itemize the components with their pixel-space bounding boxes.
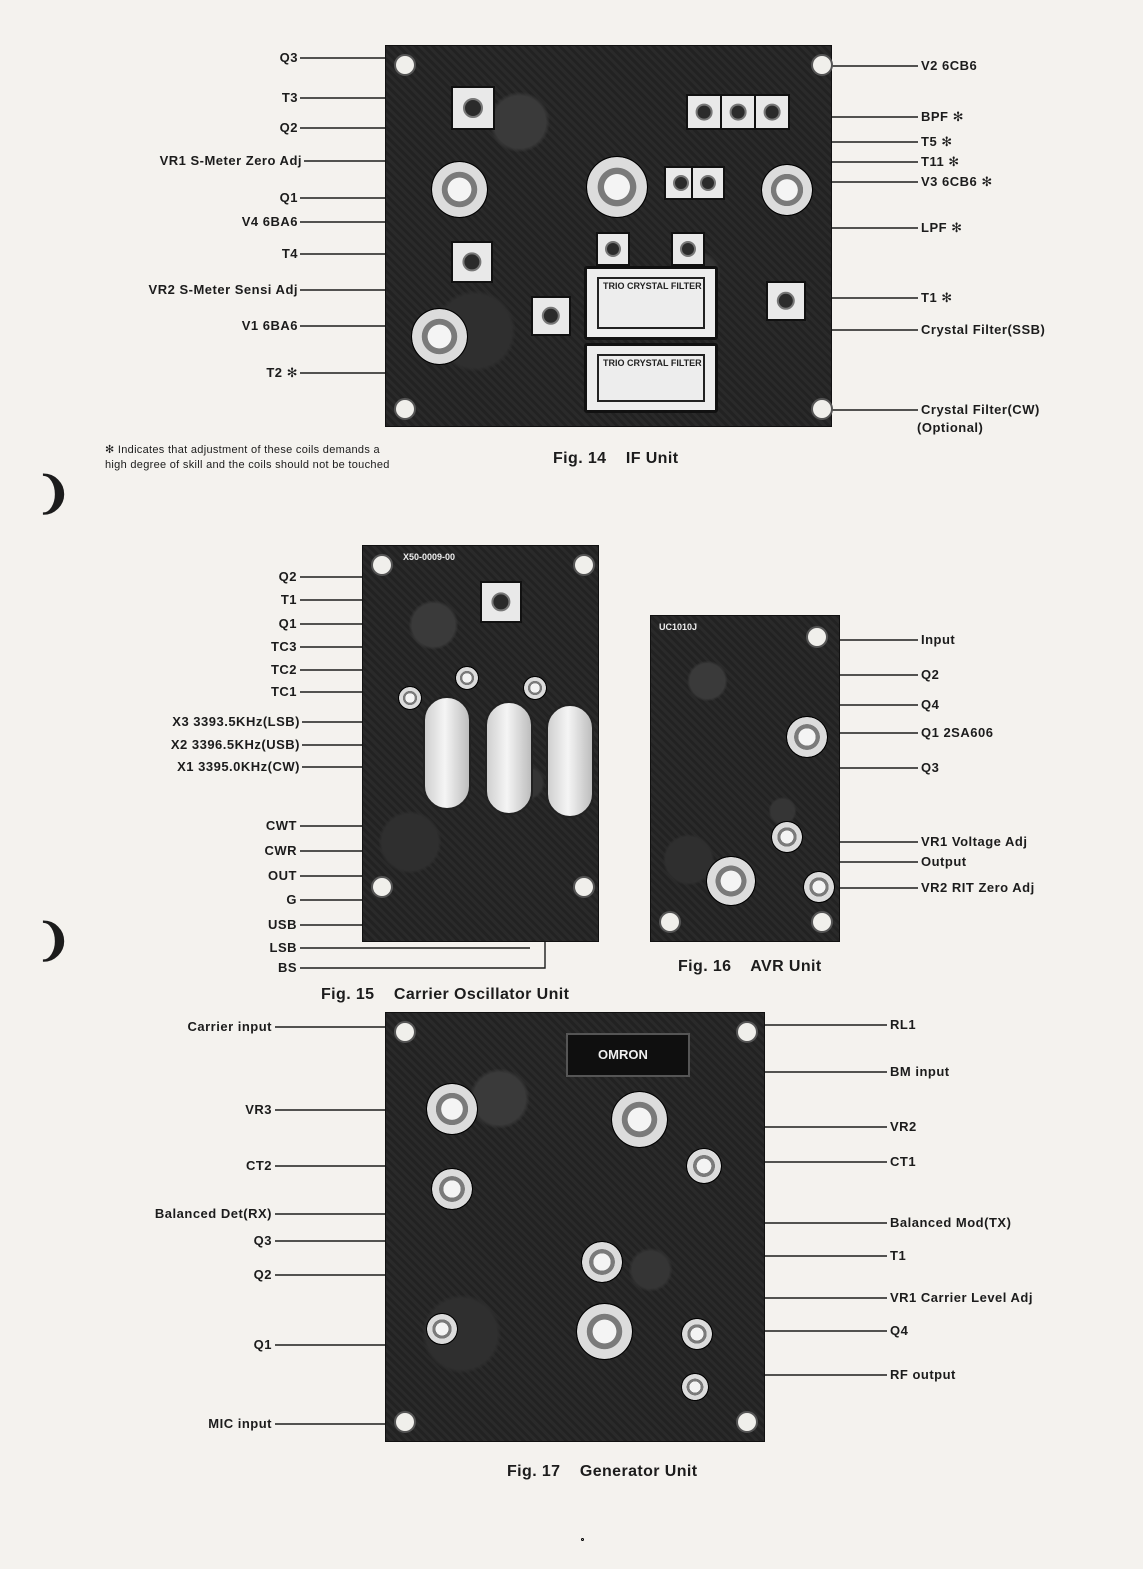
fig16-caption: Fig. 16 AVR Unit: [678, 958, 822, 975]
fig16-label-q1: Q1 2SA606: [921, 725, 994, 740]
crystal-x1: [546, 704, 594, 818]
carrier-osc-print: X50-0009-00: [403, 552, 456, 562]
margin-mark-1: ❩: [35, 468, 72, 519]
fig14-label-q2: Q2: [279, 120, 298, 135]
fig14-caption: Fig. 14 IF Unit: [553, 450, 679, 467]
fig15-caption: Fig. 15 Carrier Oscillator Unit: [321, 986, 570, 1003]
relay-rl1: OMRON: [566, 1033, 690, 1077]
fig14-label-t4: T4: [281, 246, 298, 261]
fig14-label-v2: V2 6CB6: [921, 58, 978, 73]
fig14-label-t5: T5 ✻: [921, 134, 953, 149]
fig17-label-q1: Q1: [253, 1337, 272, 1352]
fig14-label-optional: (Optional): [917, 420, 984, 435]
fig17-label-q3: Q3: [253, 1233, 272, 1248]
fig17-label-rl1: RL1: [890, 1017, 917, 1032]
fig17-label-mic-input: MIC input: [208, 1416, 272, 1431]
fig15-label-tc3: TC3: [270, 639, 297, 654]
crystal-x2: [485, 701, 533, 815]
fig16-label-q2: Q2: [921, 667, 940, 682]
fig16-label-q4: Q4: [921, 697, 940, 712]
fig17-label-vr2: VR2: [890, 1119, 917, 1134]
fig15-label-x1: X1 3395.0KHz(CW): [177, 759, 300, 774]
fig17-label-vr3: VR3: [245, 1102, 272, 1117]
carrier-oscillator-board: X50-0009-00: [362, 545, 599, 942]
fig15-label-x2: X2 3396.5KHz(USB): [170, 737, 300, 752]
crystal-filter-cw: TRIO CRYSTAL FILTER: [584, 343, 718, 413]
fig17-label-q2: Q2: [253, 1267, 272, 1282]
fig16-label-q3: Q3: [921, 760, 940, 775]
fig15-label-out: OUT: [268, 868, 297, 883]
fig14-label-v3: V3 6CB6 ✻: [921, 174, 993, 189]
filter-ssb-print: TRIO CRYSTAL FILTER: [603, 281, 702, 291]
avr-unit-board: UC1010J: [650, 615, 840, 942]
fig16-label-vr1: VR1 Voltage Adj: [921, 834, 1028, 849]
fig14-label-crystal-ssb: Crystal Filter(SSB): [921, 322, 1046, 337]
fig17-label-ct1: CT1: [890, 1154, 917, 1169]
fig14-label-t11: T11 ✻: [921, 154, 960, 169]
fig15-label-cwt: CWT: [265, 818, 297, 833]
fig17-label-carrier-input: Carrier input: [187, 1019, 272, 1034]
fig14-label-lpf: LPF ✻: [921, 220, 963, 235]
fig15-label-t1: T1: [280, 592, 297, 607]
fig16-label-output: Output: [921, 854, 967, 869]
fig16-label-input: Input: [921, 632, 956, 647]
fig15-label-lsb: LSB: [269, 940, 297, 955]
fig17-label-bm-input: BM input: [890, 1064, 950, 1079]
fig14-label-t1: T1 ✻: [921, 290, 953, 305]
fig17-label-q4: Q4: [890, 1323, 909, 1338]
fig14-note: ✻ Indicates that adjustment of these coi…: [105, 444, 390, 471]
crystal-x3: [423, 696, 471, 810]
fig17-label-ct2: CT2: [245, 1158, 272, 1173]
fig14-label-q3: Q3: [279, 50, 298, 65]
fig15-label-x3: X3 3393.5KHz(LSB): [172, 714, 300, 729]
fig15-label-tc2: TC2: [270, 662, 297, 677]
fig17-label-vr1: VR1 Carrier Level Adj: [890, 1290, 1033, 1305]
fig17-label-balanced-mod: Balanced Mod(TX): [890, 1215, 1012, 1230]
fig14-label-t2: T2 ✻: [266, 365, 298, 380]
fig14-label-v4: V4 6BA6: [241, 214, 298, 229]
fig14-label-crystal-cw: Crystal Filter(CW): [921, 402, 1040, 417]
fig17-label-balanced-det: Balanced Det(RX): [154, 1206, 272, 1221]
crystal-filter-ssb: TRIO CRYSTAL FILTER: [584, 266, 718, 340]
fig15-label-q1: Q1: [278, 616, 297, 631]
relay-print: OMRON: [598, 1047, 648, 1062]
fig15-label-bs: BS: [277, 960, 297, 975]
fig15-label-cwr: CWR: [264, 843, 297, 858]
fig15-label-tc1: TC1: [270, 684, 297, 699]
fig17-label-t1: T1: [890, 1248, 907, 1263]
fig14-label-v1: V1 6BA6: [241, 318, 298, 333]
margin-mark-2: ❩: [35, 915, 72, 966]
fig14-label-q1: Q1: [279, 190, 298, 205]
filter-cw-print: TRIO CRYSTAL FILTER: [603, 358, 702, 368]
fig14-label-vr1: VR1 S-Meter Zero Adj: [159, 153, 302, 168]
if-unit-board: TRIO CRYSTAL FILTER TRIO CRYSTAL FILTER: [385, 45, 833, 427]
fig15-label-usb: USB: [268, 917, 297, 932]
fig14-label-t3: T3: [281, 90, 298, 105]
generator-unit-board: OMRON: [385, 1012, 765, 1541]
fig15-label-g: G: [286, 892, 297, 907]
fig15-label-q2: Q2: [278, 569, 297, 584]
fig17-caption: Fig. 17 Generator Unit: [507, 1463, 698, 1480]
fig14-label-bpf: BPF ✻: [921, 109, 965, 124]
fig16-label-vr2: VR2 RIT Zero Adj: [921, 880, 1035, 895]
avr-print: UC1010J: [659, 622, 698, 632]
fig17-label-rf-output: RF output: [890, 1367, 956, 1382]
fig14-label-vr2: VR2 S-Meter Sensi Adj: [148, 282, 298, 297]
